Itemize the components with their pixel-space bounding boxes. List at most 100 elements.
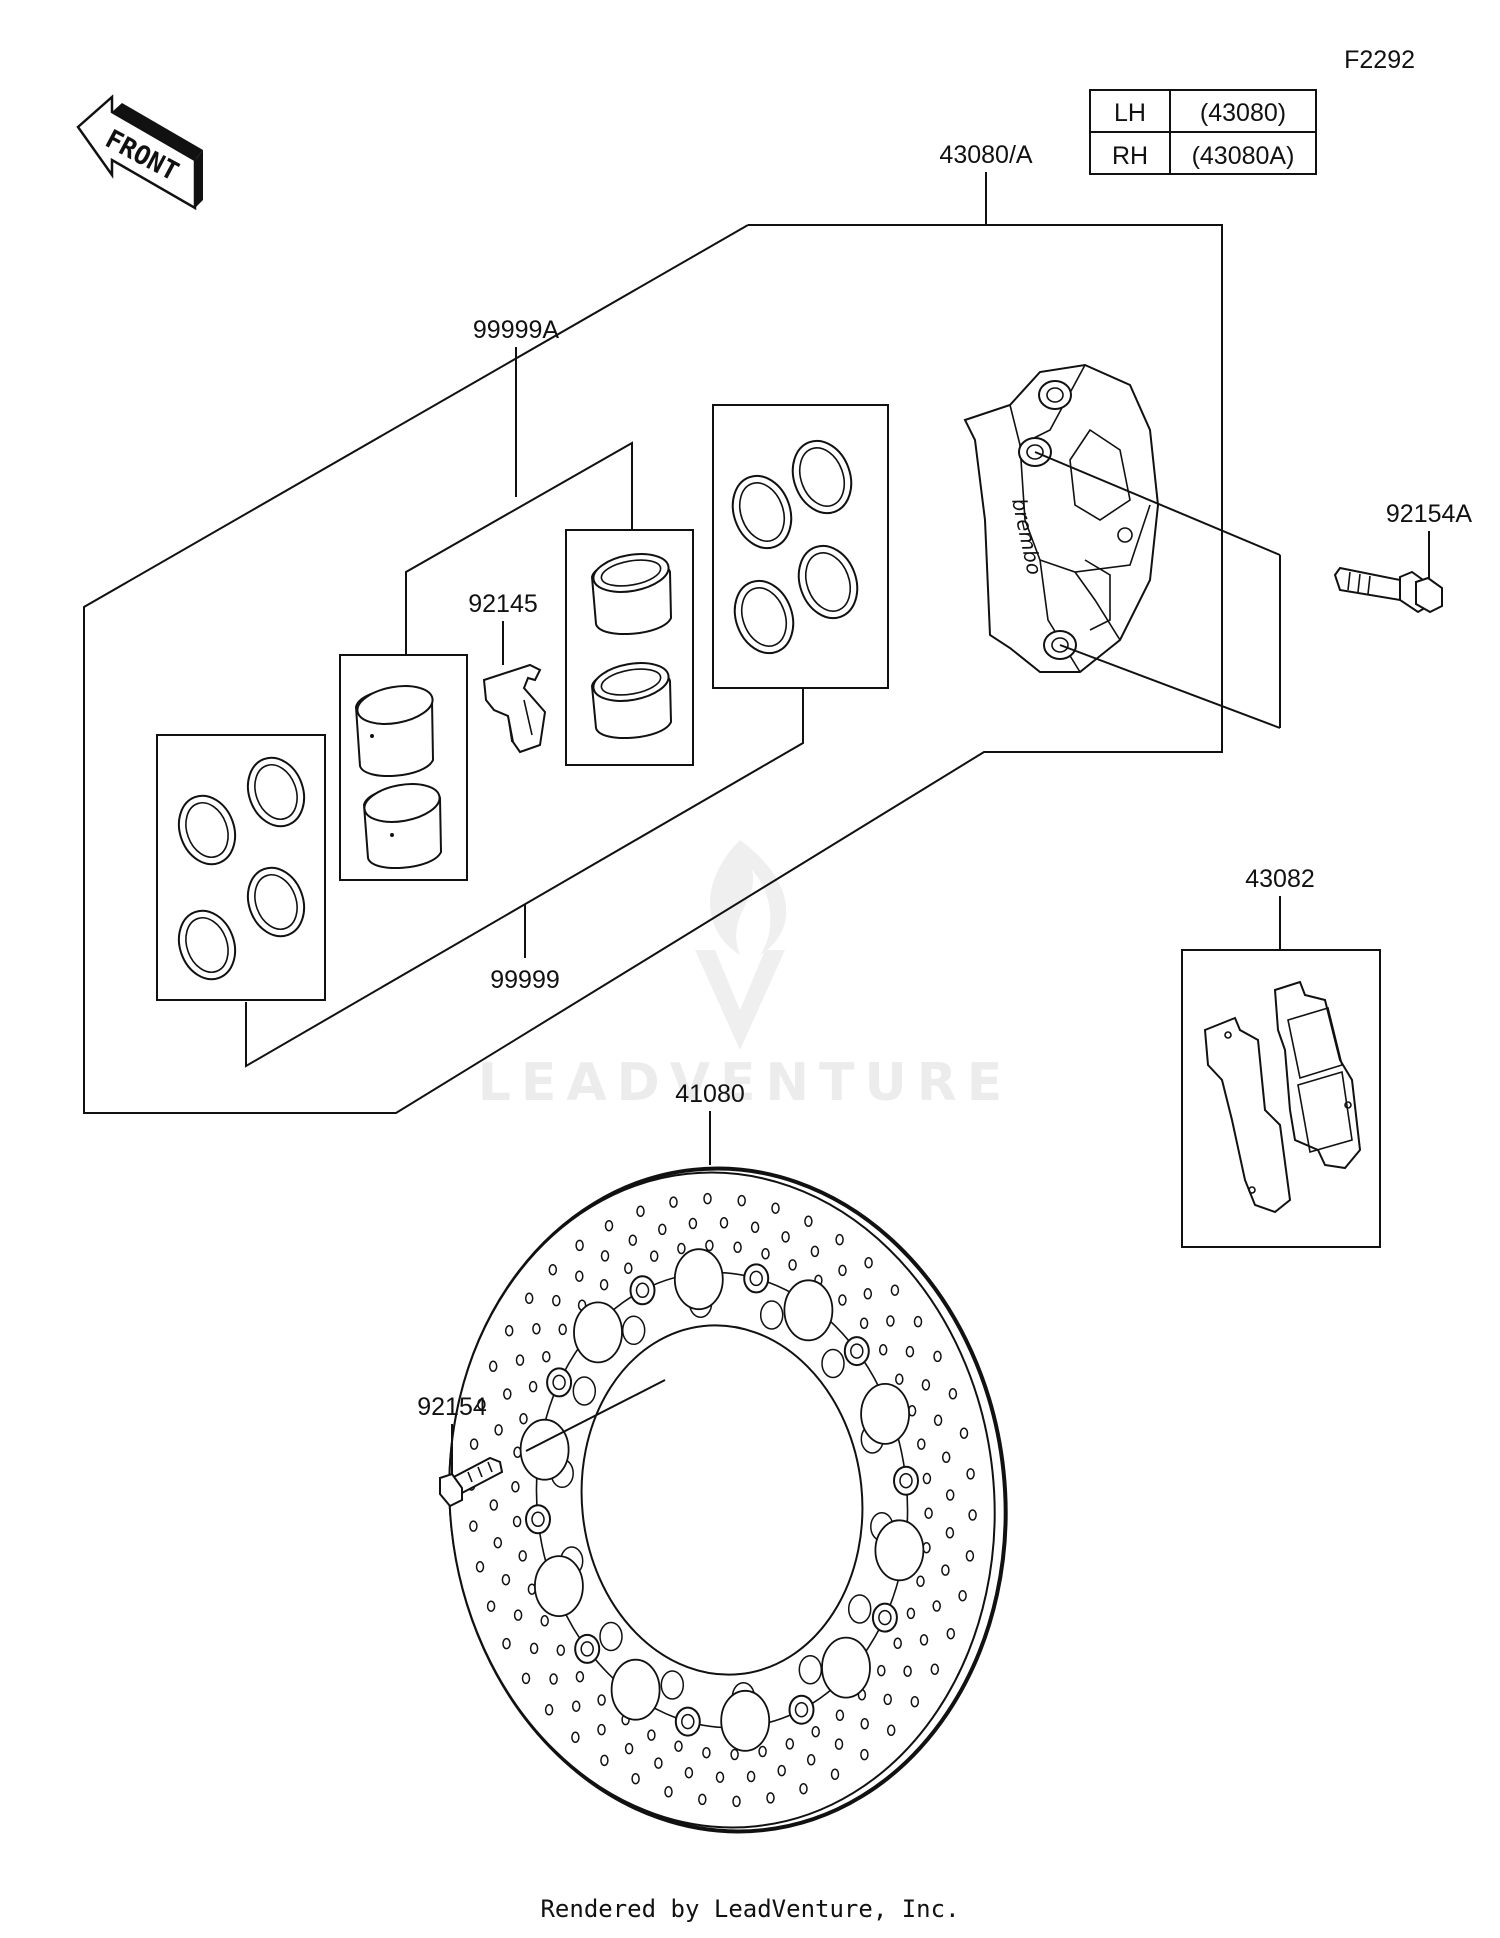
carrier-hole [599, 1621, 623, 1652]
vent-hole [811, 1725, 820, 1738]
float-button-center [531, 1511, 545, 1528]
caliper-bolt-part: 92154A [1333, 500, 1473, 614]
vent-hole [835, 1233, 844, 1246]
carrier-hole [847, 1594, 872, 1624]
vent-hole [916, 1575, 925, 1588]
vent-hole [730, 1748, 739, 1761]
vent-hole [649, 1250, 659, 1262]
vent-hole [946, 1627, 956, 1640]
variant-lh-part: (43080) [1200, 99, 1286, 127]
vent-hole [519, 1412, 528, 1425]
callout-pad-spring: 92145 [468, 590, 538, 618]
disc-bolt-part: 92154 [417, 1379, 666, 1508]
watermark-text: LEADVENTURE [478, 1053, 1013, 1113]
float-button [788, 1694, 815, 1725]
float-button [893, 1465, 919, 1496]
vent-hole [647, 1729, 656, 1741]
vent-hole [905, 1345, 915, 1358]
callout-disc-bolt: 92154 [417, 1393, 487, 1421]
float-button-center [749, 1270, 763, 1287]
vent-hole [941, 1451, 951, 1464]
vent-hole [921, 1379, 931, 1391]
vent-hole [515, 1354, 525, 1366]
vent-hole [529, 1642, 539, 1655]
vent-hole [883, 1693, 892, 1706]
float-button [743, 1263, 770, 1294]
vent-hole [486, 1600, 496, 1612]
vent-hole [895, 1373, 904, 1385]
vent-hole [494, 1424, 503, 1436]
vent-hole [864, 1256, 873, 1269]
vent-hole [890, 1284, 900, 1296]
vent-hole [624, 1742, 634, 1755]
seal-kit-a-bracket: 99999A [405, 316, 633, 655]
callout-caliper-assy: 43080/A [939, 141, 1032, 169]
vent-hole [830, 1768, 840, 1781]
vent-hole [518, 1550, 527, 1562]
vent-hole [658, 1223, 667, 1236]
float-button-center [552, 1374, 566, 1391]
vent-hole [913, 1315, 923, 1328]
vent-hole [469, 1520, 478, 1532]
vent-hole [945, 1527, 955, 1539]
vent-hole [702, 1746, 711, 1759]
vent-hole [549, 1673, 558, 1685]
vent-hole [544, 1704, 554, 1716]
vent-hole [502, 1637, 511, 1650]
callout-brake-pads: 43082 [1245, 865, 1315, 893]
carrier-spoke-slot [720, 1689, 771, 1752]
seal-rings-set-right [712, 404, 889, 689]
vent-hole [571, 1731, 580, 1744]
brake-pads-set: 43082 [1181, 865, 1381, 1248]
vent-hole [548, 1263, 558, 1276]
vent-hole [877, 1664, 886, 1677]
vent-hole [958, 1589, 967, 1602]
variant-table: LH (43080) RH (43080A) [1089, 89, 1317, 175]
vent-hole [677, 1242, 686, 1255]
vent-hole [501, 1573, 511, 1586]
float-button-center [681, 1713, 695, 1730]
float-button-center [899, 1472, 913, 1489]
vent-hole [930, 1663, 940, 1676]
vent-hole [524, 1292, 534, 1305]
vent-hole [597, 1723, 606, 1736]
carrier-spoke-slot [573, 1301, 623, 1364]
vent-hole [933, 1414, 943, 1427]
float-button [629, 1275, 656, 1306]
front-arrow-icon: FRONT [76, 94, 203, 211]
vent-hole [504, 1324, 514, 1337]
callout-seal-kit: 99999 [490, 966, 560, 994]
vent-hole [924, 1507, 933, 1519]
vent-hole [746, 1770, 756, 1783]
float-button [843, 1336, 870, 1367]
vent-hole [636, 1205, 645, 1218]
vent-hole [781, 1231, 790, 1243]
watermark-logo: LEADVENTURE [478, 840, 1013, 1113]
vent-hole [838, 1294, 847, 1306]
vent-hole [528, 1380, 538, 1393]
vent-hole [941, 1564, 950, 1576]
vent-hole [863, 1288, 873, 1300]
caliper-assembly-outline: 43080/A [83, 141, 1223, 1114]
vent-hole [859, 1317, 869, 1330]
vent-hole [788, 1259, 797, 1271]
vent-hole [469, 1438, 479, 1450]
variant-lh-side: LH [1114, 99, 1146, 127]
callout-caliper-bolt: 92154A [1386, 500, 1473, 528]
carrier-spoke-slot [821, 1636, 871, 1699]
vent-hole [512, 1515, 522, 1528]
vent-hole [631, 1772, 640, 1785]
vent-hole [799, 1782, 808, 1795]
vent-hole [777, 1764, 786, 1777]
vent-hole [732, 1795, 741, 1808]
carrier-hole [759, 1300, 784, 1330]
vent-hole [558, 1323, 567, 1336]
float-button [546, 1367, 573, 1398]
vent-hole [733, 1241, 742, 1254]
vent-hole [737, 1194, 746, 1207]
vent-hole [575, 1270, 584, 1282]
float-button [674, 1706, 701, 1737]
vent-hole [906, 1607, 916, 1620]
carrier-spoke-slot [783, 1279, 834, 1342]
vent-hole [493, 1536, 503, 1549]
